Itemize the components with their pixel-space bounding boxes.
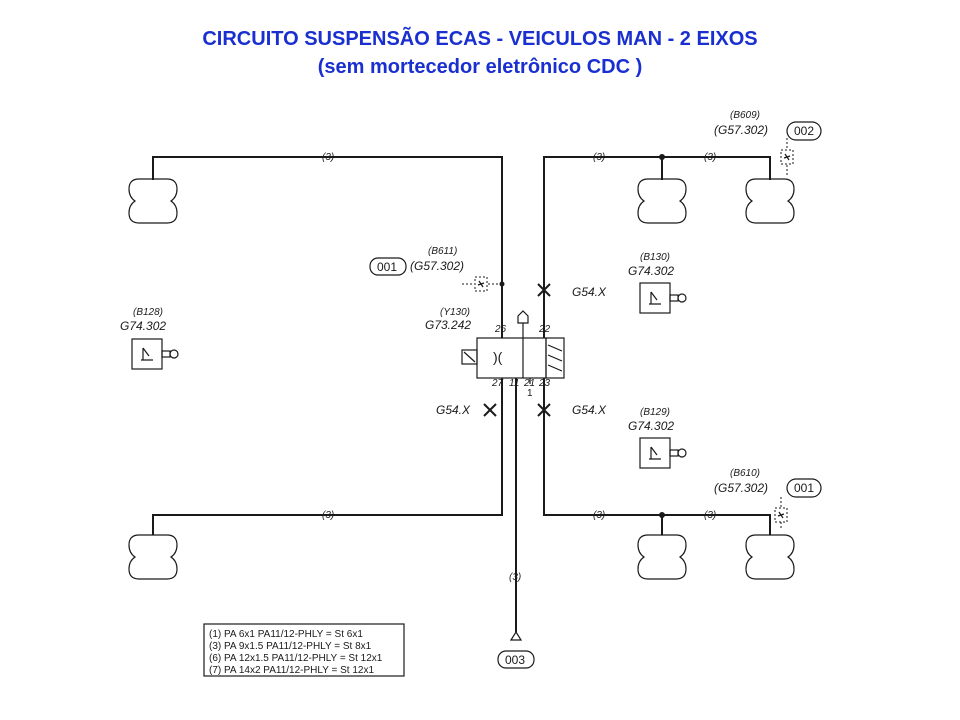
- pressure-sensor-b611: (B611) (G57.302) 001: [369, 246, 505, 292]
- svg-text:23: 23: [538, 378, 551, 389]
- height-sensor-b130: (B130) G74.302: [628, 252, 687, 314]
- pipe-left-top: (3): [152, 152, 503, 338]
- svg-text:27: 27: [491, 378, 504, 389]
- legend-row: (7) PA 14x2 PA11/12-PHLY = St 12x1: [209, 665, 374, 676]
- solenoid-valve-y130: (Y130) G73.242 )( 26 22 27 11 21 23 1: [425, 307, 565, 399]
- svg-text:11: 11: [509, 378, 519, 389]
- sensor-code: (G57.302): [714, 123, 768, 137]
- pipe-label: (3): [704, 152, 716, 163]
- connector-tag: 002: [794, 124, 814, 138]
- air-spring-right-rear-outer: [745, 534, 795, 580]
- svg-text:G74.302: G74.302: [628, 419, 674, 433]
- height-sensor-b129: (B129) G74.302: [628, 407, 687, 469]
- supply-tag: 003: [505, 653, 525, 667]
- pressure-sensor-b609: (B609) (G57.302) 002: [714, 110, 822, 175]
- svg-text:G54.X: G54.X: [572, 285, 607, 299]
- svg-text:26: 26: [494, 324, 507, 335]
- air-spring-right-rear-inner: [637, 534, 687, 580]
- valve-symbol: )(: [493, 349, 503, 365]
- supply-line: (3) 003: [497, 378, 535, 669]
- pipe-label: (3): [593, 510, 605, 521]
- legend-row: (3) PA 9x1.5 PA11/12-PHLY = St 8x1: [209, 641, 372, 652]
- svg-text:21: 21: [523, 378, 535, 389]
- pipe-label: (3): [509, 572, 521, 583]
- diagram-title: CIRCUITO SUSPENSÃO ECAS - VEICULOS MAN -…: [202, 28, 758, 50]
- svg-text:G54.X: G54.X: [572, 403, 607, 417]
- valve-code: G73.242: [425, 318, 471, 332]
- svg-text:(B128): (B128): [133, 307, 163, 318]
- sensor-code: (G57.302): [410, 259, 464, 273]
- sensor-ref: (B610): [730, 468, 760, 479]
- air-spring-left-rear: [128, 534, 178, 580]
- pipe-label: (3): [704, 510, 716, 521]
- pressure-sensor-b610: (B610) (G57.302) 001: [714, 468, 822, 530]
- legend-row: (1) PA 6x1 PA11/12-PHLY = St 6x1: [209, 629, 363, 640]
- pipe-right-top: (3) (3): [543, 152, 771, 338]
- sensor-ref: (B611): [428, 246, 457, 257]
- valve-ref: (Y130): [440, 307, 470, 318]
- svg-text:22: 22: [538, 324, 551, 335]
- air-spring-right-front-inner: [637, 178, 687, 224]
- pipe-label: (3): [322, 510, 334, 521]
- legend-row: (6) PA 12x1.5 PA11/12-PHLY = St 12x1: [209, 653, 383, 664]
- pipe-legend: (1) PA 6x1 PA11/12-PHLY = St 6x1 (3) PA …: [203, 623, 405, 677]
- svg-text:(B130): (B130): [640, 252, 670, 263]
- test-point-right-bottom: G54.X: [537, 403, 607, 417]
- pipe-label: (3): [322, 152, 334, 163]
- test-point-left: G54.X: [436, 403, 497, 417]
- svg-text:(B129): (B129): [640, 407, 670, 418]
- sensor-ref: (B609): [730, 110, 760, 121]
- test-point-right-top: G54.X: [537, 283, 607, 299]
- height-sensor-b128: (B128) G74.302: [120, 307, 179, 370]
- connector-tag: 001: [794, 481, 814, 495]
- pipe-left-bottom: (3): [152, 378, 503, 535]
- air-spring-right-front-outer: [745, 178, 795, 224]
- svg-text:G54.X: G54.X: [436, 403, 471, 417]
- svg-text:G74.302: G74.302: [628, 264, 674, 278]
- diagram-subtitle: (sem mortecedor eletrônico CDC ): [317, 56, 643, 78]
- connector-tag: 001: [377, 260, 397, 274]
- pipe-label: (3): [593, 152, 605, 163]
- svg-text:G74.302: G74.302: [120, 319, 166, 333]
- sensor-code: (G57.302): [714, 481, 768, 495]
- pipe-right-bottom: (3) (3): [543, 378, 771, 535]
- svg-text:1: 1: [527, 388, 533, 399]
- air-spring-left-front: [128, 178, 178, 224]
